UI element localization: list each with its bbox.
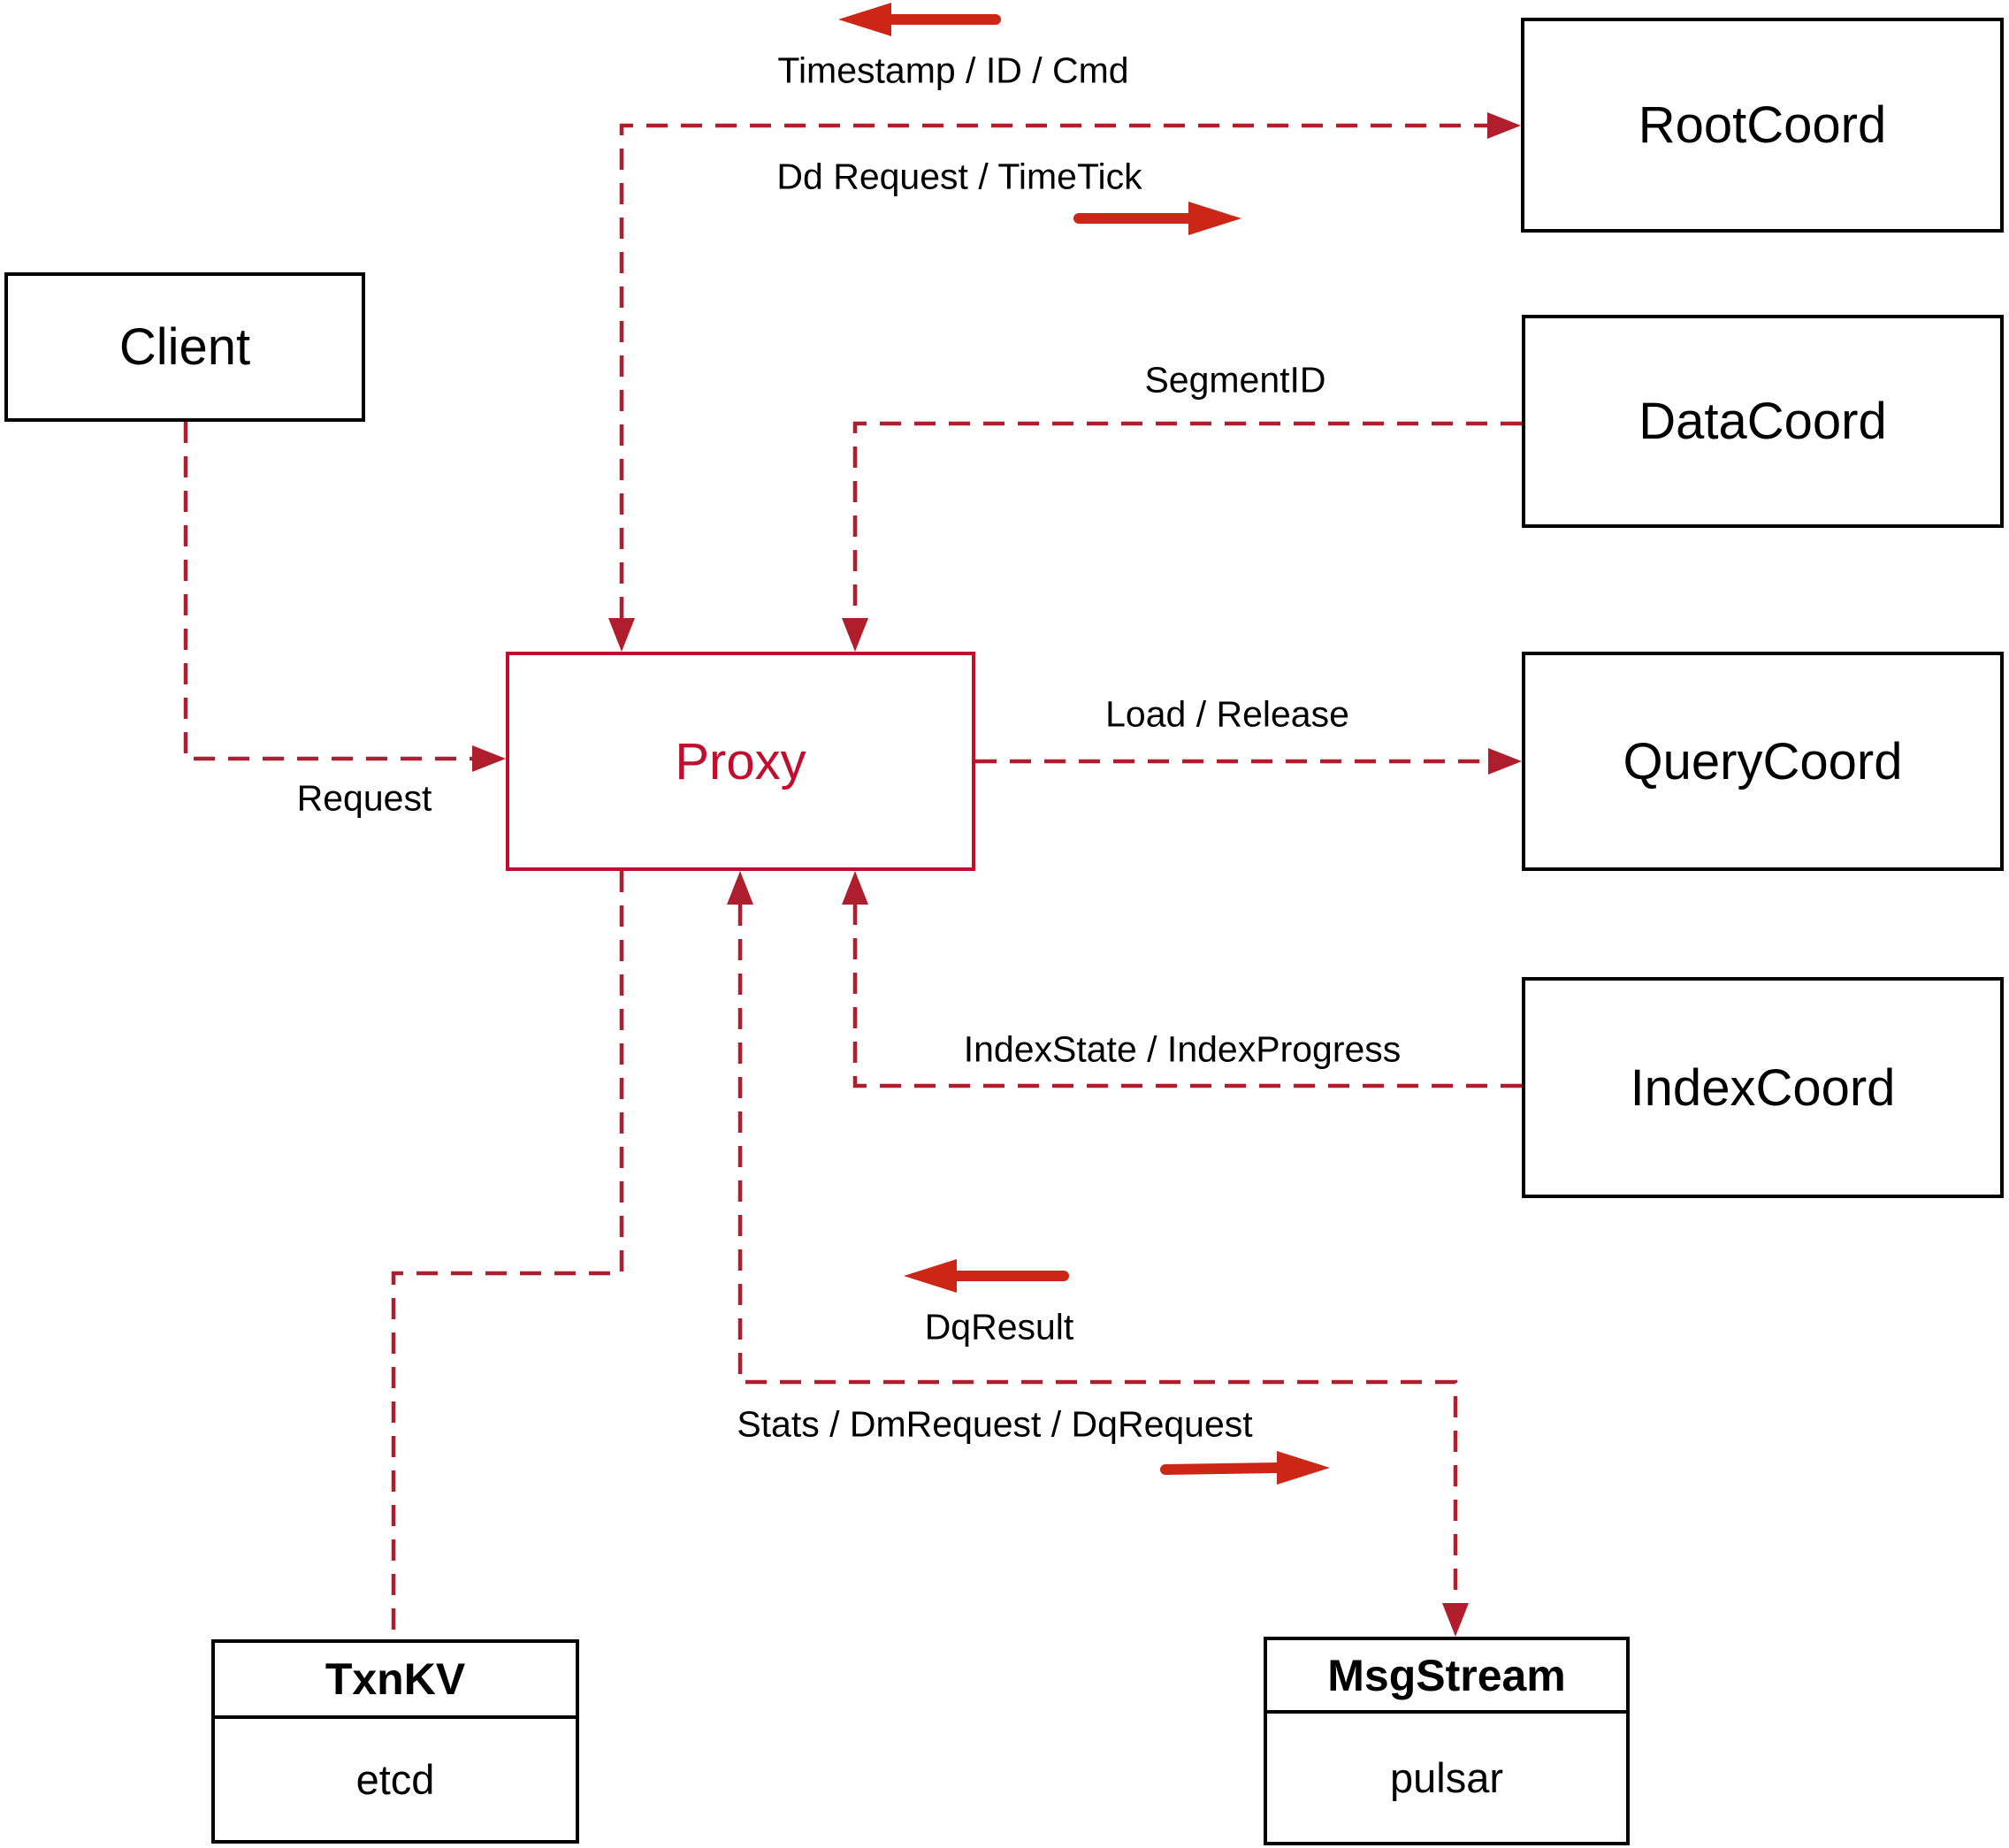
node-proxy-label: Proxy: [675, 732, 806, 790]
arrowhead-down-icon: [1442, 1603, 1469, 1637]
connector-client-proxy: [183, 422, 506, 772]
edge-label-request: Request: [296, 777, 432, 819]
arrowhead-down-icon: [608, 618, 635, 652]
node-datacoord-label: DataCoord: [1639, 393, 1887, 450]
node-client-label: Client: [118, 318, 251, 376]
edge-label-dq-result: DqResult: [924, 1306, 1074, 1348]
node-querycoord: QueryCoord: [1522, 652, 2004, 871]
direction-arrow-left-icon: [904, 1259, 1069, 1293]
node-querycoord-label: QueryCoord: [1623, 732, 1903, 790]
connector-datacoord-proxy: [842, 421, 1522, 652]
node-msgstream-title: MsgStream: [1267, 1640, 1626, 1714]
arrowhead-right-icon: [472, 745, 506, 772]
node-txnkv-title: TxnKV: [215, 1643, 576, 1719]
node-client: Client: [4, 272, 365, 422]
edge-label-segment-id: SegmentID: [1144, 359, 1326, 401]
node-msgstream: MsgStream pulsar: [1264, 1637, 1630, 1845]
node-txnkv: TxnKV etcd: [211, 1639, 579, 1844]
direction-arrow-right-icon: [1160, 1451, 1330, 1485]
connector-indexcoord-proxy: [842, 871, 1522, 1088]
node-proxy: Proxy: [506, 652, 975, 871]
connector-proxy-txnkv: [391, 871, 624, 1636]
arrowhead-down-icon: [842, 618, 868, 652]
edge-label-stats-dm-dq-request: Stats / DmRequest / DqRequest: [737, 1403, 1253, 1445]
node-indexcoord: IndexCoord: [1522, 977, 2004, 1198]
node-txnkv-impl: etcd: [355, 1756, 435, 1803]
arrowhead-right-icon: [1487, 112, 1521, 139]
node-datacoord: DataCoord: [1522, 315, 2004, 528]
connector-proxy-msgstream: [727, 871, 1469, 1637]
arrowhead-up-icon: [842, 871, 868, 905]
node-msgstream-impl: pulsar: [1389, 1754, 1503, 1801]
arrowhead-right-icon: [1488, 748, 1522, 775]
edge-label-index-state-progress: IndexState / IndexProgress: [963, 1028, 1402, 1070]
edge-label-timestamp-id-cmd: Timestamp / ID / Cmd: [777, 50, 1129, 91]
direction-arrow-right-icon: [1073, 202, 1241, 235]
node-rootcoord: RootCoord: [1521, 18, 2004, 233]
edge-label-load-release: Load / Release: [1105, 693, 1349, 735]
node-rootcoord-label: RootCoord: [1638, 96, 1887, 154]
direction-arrow-left-icon: [838, 3, 1001, 36]
edge-label-dd-request-timetick: Dd Request / TimeTick: [776, 156, 1142, 197]
connector-proxy-querycoord: [975, 748, 1522, 775]
connector-proxy-rootcoord: [608, 112, 1521, 652]
arrowhead-up-icon: [727, 871, 753, 905]
node-indexcoord-label: IndexCoord: [1630, 1058, 1896, 1117]
